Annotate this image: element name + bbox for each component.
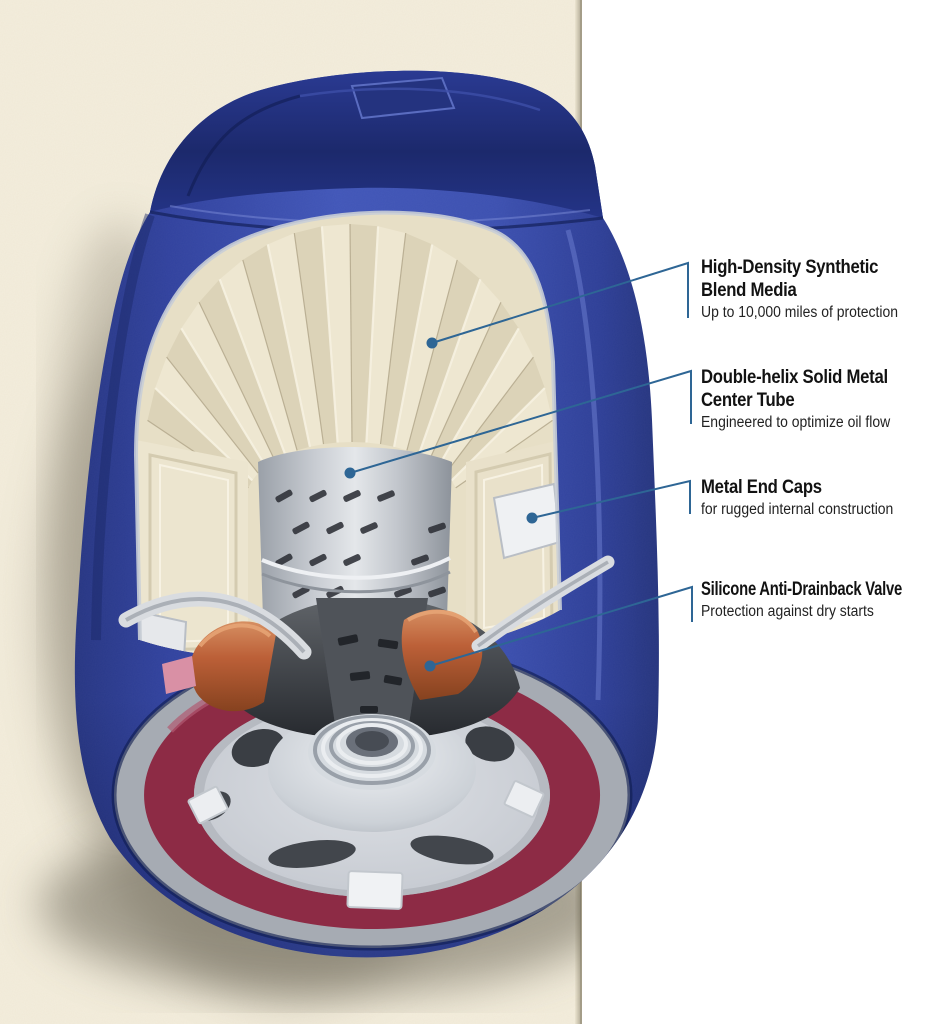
- metal-end-cap: [139, 482, 560, 660]
- leader-line-end-caps: [531, 479, 691, 519]
- callout-center-tube: Double-helix Solid Metal Center Tube Eng…: [701, 366, 949, 433]
- callout-end-caps-title: Metal End Caps: [701, 477, 822, 498]
- callout-end-caps: Metal End Caps for rugged internal const…: [701, 476, 949, 520]
- callout-end-caps-description: for rugged internal construction: [701, 501, 894, 518]
- leader-dot-end-caps: [526, 512, 538, 524]
- leader-dot-media: [426, 337, 438, 349]
- callout-valve-title: Silicone Anti-Drainback Valve: [701, 579, 903, 600]
- leader-line-media: [431, 261, 689, 344]
- callout-leader-dots: [344, 337, 538, 672]
- gasket-pink-tab: [162, 656, 196, 694]
- callout-valve-description: Protection against dry starts: [701, 603, 874, 620]
- callout-valve: Silicone Anti-Drainback Valve Protection…: [701, 578, 949, 622]
- retainer-spring: [118, 555, 615, 660]
- leader-line-valve: [429, 585, 693, 667]
- tube-seam: [261, 556, 451, 580]
- filter-top-cap: [149, 70, 604, 233]
- callout-media-description: Up to 10,000 miles of protection: [701, 304, 898, 321]
- callout-media: High-Density Synthetic Blend Media Up to…: [701, 256, 949, 323]
- base-assembly: [111, 555, 633, 951]
- callout-media-title: High-Density Synthetic Blend Media: [701, 257, 879, 301]
- filter-media-pleats: [147, 223, 553, 489]
- baseplate-tabs: [187, 780, 545, 910]
- callout-center-tube-description: Engineered to optimize oil flow: [701, 414, 891, 431]
- mounting-thread-hub: [308, 714, 436, 790]
- cutaway-rim: [133, 210, 562, 641]
- anti-drainback-valve: [190, 609, 483, 712]
- center-tube-lower: [316, 598, 428, 744]
- leader-dot-center-tube: [344, 467, 356, 479]
- callout-leaders: [349, 261, 693, 667]
- leader-line-center-tube: [349, 369, 692, 474]
- callout-center-tube-title: Double-helix Solid Metal Center Tube: [701, 367, 888, 411]
- leader-dot-valve: [424, 660, 436, 672]
